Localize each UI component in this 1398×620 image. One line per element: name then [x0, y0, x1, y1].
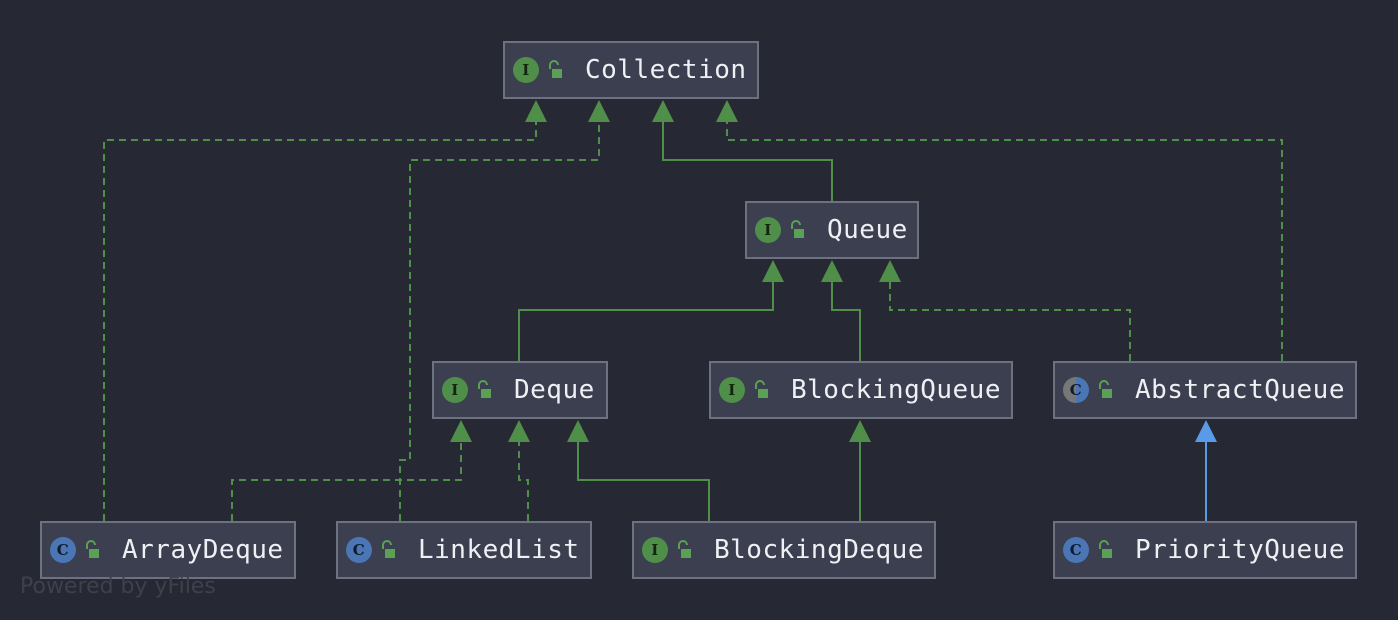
- node-blockingqueue[interactable]: I BlockingQueue: [709, 361, 1013, 419]
- arrowhead-priorityqueue-to-abstractqueue: [1195, 420, 1217, 442]
- lock-icon: [478, 380, 491, 398]
- lock-icon: [549, 60, 562, 78]
- node-abstractqueue[interactable]: C AbstractQueue: [1053, 361, 1357, 419]
- node-label: AbstractQueue: [1135, 375, 1345, 405]
- interface-icon: I: [513, 57, 539, 83]
- node-deque[interactable]: I Deque: [432, 361, 608, 419]
- node-label: PriorityQueue: [1135, 535, 1345, 565]
- edge-linkedlist-to-deque: [518, 442, 529, 521]
- lock-icon: [791, 220, 804, 238]
- lock-icon: [678, 540, 691, 558]
- node-blockingdeque[interactable]: I BlockingDeque: [632, 521, 936, 579]
- lock-icon: [1099, 380, 1112, 398]
- lock-icon: [86, 540, 99, 558]
- node-collection[interactable]: I Collection: [503, 41, 759, 99]
- node-label: Collection: [585, 55, 747, 85]
- arrowhead-linkedlist-to-collection: [588, 100, 610, 122]
- interface-icon: I: [719, 377, 745, 403]
- node-label: BlockingDeque: [714, 535, 924, 565]
- node-priorityqueue[interactable]: C PriorityQueue: [1053, 521, 1357, 579]
- arrowhead-blockingdeque-to-deque: [567, 420, 589, 442]
- lock-icon: [382, 540, 395, 558]
- interface-icon: I: [642, 537, 668, 563]
- edge-arraydeque-to-deque: [231, 442, 462, 521]
- node-label: Deque: [514, 375, 595, 405]
- arrowhead-blockingdeque-to-blockingqueue: [849, 420, 871, 442]
- interface-icon: I: [755, 217, 781, 243]
- interface-icon: I: [442, 377, 468, 403]
- node-queue[interactable]: I Queue: [745, 201, 919, 259]
- lock-icon: [755, 380, 768, 398]
- arrowhead-blockingqueue-to-queue: [821, 260, 843, 282]
- arrowhead-abstractqueue-to-collection: [716, 100, 738, 122]
- class-icon: C: [1063, 537, 1089, 563]
- arrowhead-linkedlist-to-deque: [508, 420, 530, 442]
- arrowhead-deque-to-queue: [762, 260, 784, 282]
- edge-blockingdeque-to-deque: [577, 442, 710, 521]
- node-linkedlist[interactable]: C LinkedList: [336, 521, 592, 579]
- abstract-class-icon: C: [1063, 377, 1089, 403]
- node-label: ArrayDeque: [122, 535, 284, 565]
- arrowhead-queue-to-collection: [652, 100, 674, 122]
- arrowhead-abstractqueue-to-queue: [879, 260, 901, 282]
- node-label: Queue: [827, 215, 908, 245]
- edge-arraydeque-to-collection: [103, 122, 537, 521]
- class-icon: C: [50, 537, 76, 563]
- edge-queue-to-collection: [662, 122, 833, 201]
- edge-abstractqueue-to-queue: [889, 282, 1131, 361]
- node-label: BlockingQueue: [791, 375, 1001, 405]
- arrowhead-arraydeque-to-deque: [450, 420, 472, 442]
- edge-blockingqueue-to-queue: [831, 282, 861, 361]
- edge-abstractqueue-to-collection: [726, 122, 1283, 361]
- arrowhead-arraydeque-to-collection: [525, 100, 547, 122]
- edge-linkedlist-to-collection: [399, 122, 600, 521]
- class-icon: C: [346, 537, 372, 563]
- edge-deque-to-queue: [518, 282, 774, 361]
- watermark: Powered by yFiles: [20, 574, 216, 599]
- node-label: LinkedList: [418, 535, 580, 565]
- node-arraydeque[interactable]: C ArrayDeque: [40, 521, 296, 579]
- lock-icon: [1099, 540, 1112, 558]
